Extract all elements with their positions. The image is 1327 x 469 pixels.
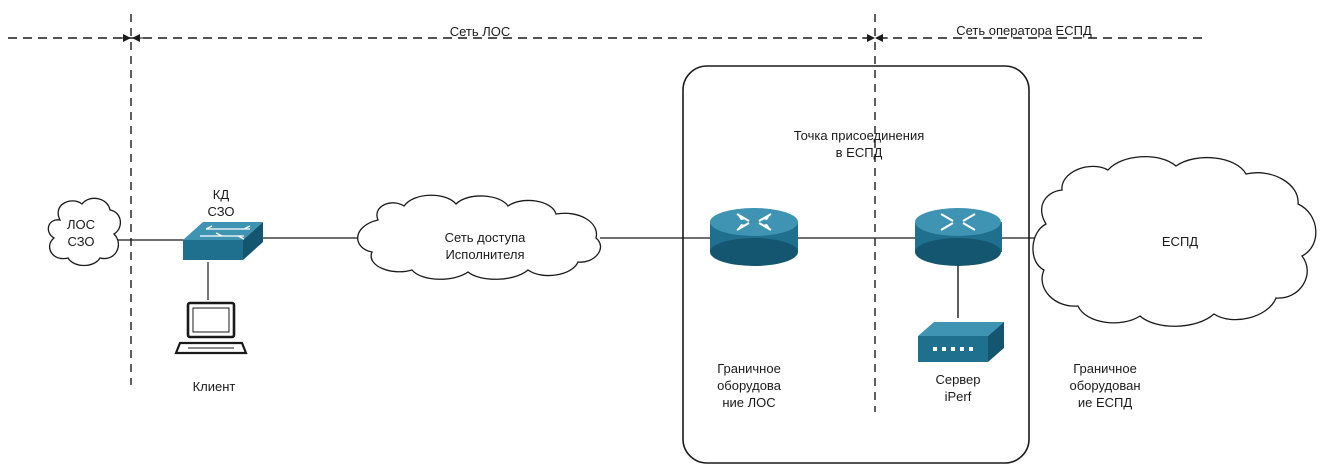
router-espd-icon xyxy=(915,208,1002,266)
access-network-cloud-icon xyxy=(357,194,602,280)
laptop-icon xyxy=(174,301,248,355)
los-szo-label: ЛОС СЗО xyxy=(66,217,96,249)
los-szo-cloud-icon xyxy=(47,197,121,267)
zone-label-operator-network: Сеть оператора ЕСПД xyxy=(956,23,1092,38)
attachment-point-box xyxy=(682,65,1030,464)
border-router-espd-label: Граничное оборудован ие ЕСПД xyxy=(1069,361,1141,410)
access-network-label: Сеть доступа Исполнителя xyxy=(444,230,526,262)
client-label: Клиент xyxy=(192,379,236,394)
espd-cloud-icon xyxy=(1032,155,1317,327)
server-appliance-icon xyxy=(918,322,1004,362)
network-switch-icon xyxy=(183,222,263,260)
router-los-icon xyxy=(710,208,798,266)
kd-szo-label: КД СЗО xyxy=(207,187,235,219)
iperf-server-label: Сервер iPerf xyxy=(935,372,981,404)
espd-label: ЕСПД xyxy=(1161,234,1199,249)
attachment-point-label: Точка присоединения в ЕСПД xyxy=(793,128,925,160)
border-router-los-label: Граничное оборудова ние ЛОС xyxy=(717,361,781,410)
zone-label-los-network: Сеть ЛОС xyxy=(449,24,511,39)
